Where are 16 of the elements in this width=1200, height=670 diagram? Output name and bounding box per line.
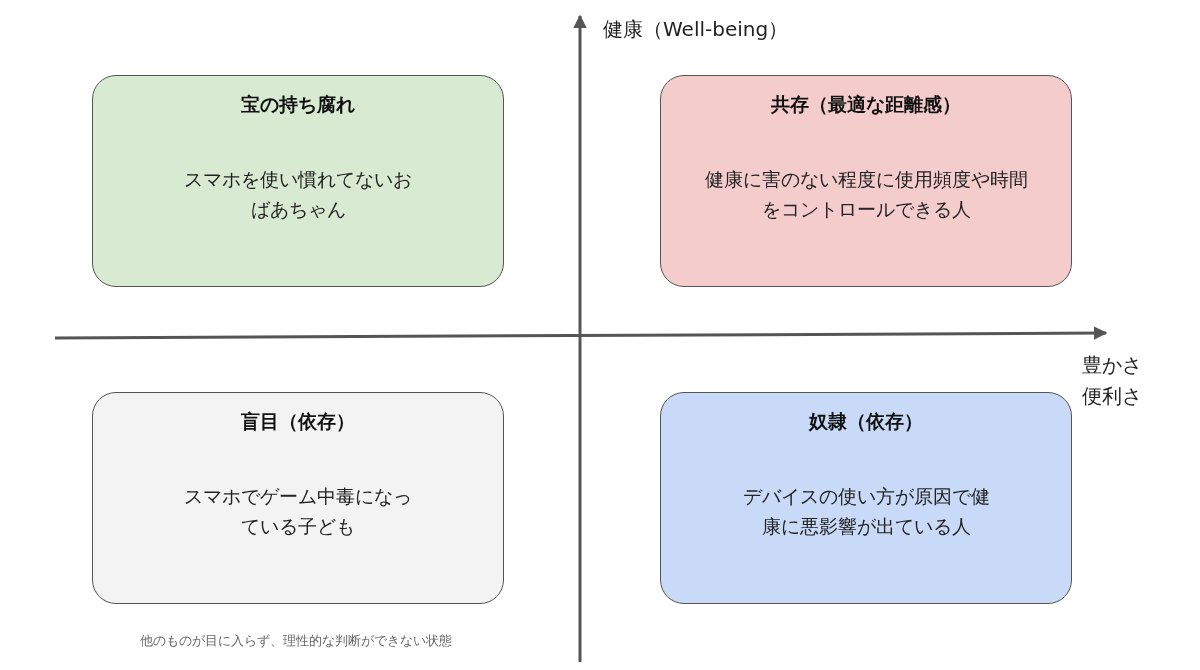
note: 他のものが目に入らず、理性的な判断ができない状態: [140, 632, 452, 650]
quadrant-description: スマホでゲーム中毒になっている子ども: [184, 484, 412, 539]
axis-label: 便利さ: [1082, 383, 1142, 410]
quadrant-box: [660, 392, 1072, 604]
quadrant-box: [660, 75, 1072, 287]
quadrant-description: デバイスの使い方が原因で健康に悪影響が出ている人: [741, 484, 991, 539]
quadrant-description: スマホを使い慣れてないおばあちゃん: [183, 167, 413, 222]
quadrant-description: 健康に害のない程度に使用頻度や時間をコントロールできる人: [703, 167, 1029, 222]
quadrant-title: 奴隷（依存）: [808, 409, 924, 434]
quadrant-title: 共存（最適な距離感）: [770, 92, 962, 117]
quadrant-title: 宝の持ち腐れ: [240, 92, 356, 117]
axis-label: 豊かさ: [1082, 352, 1142, 379]
quadrant-box: [92, 75, 504, 287]
axis-label: 健康（Well-being）: [603, 16, 789, 43]
quadrant-title: 盲目（依存）: [240, 409, 356, 434]
quadrant-box: [92, 392, 504, 604]
